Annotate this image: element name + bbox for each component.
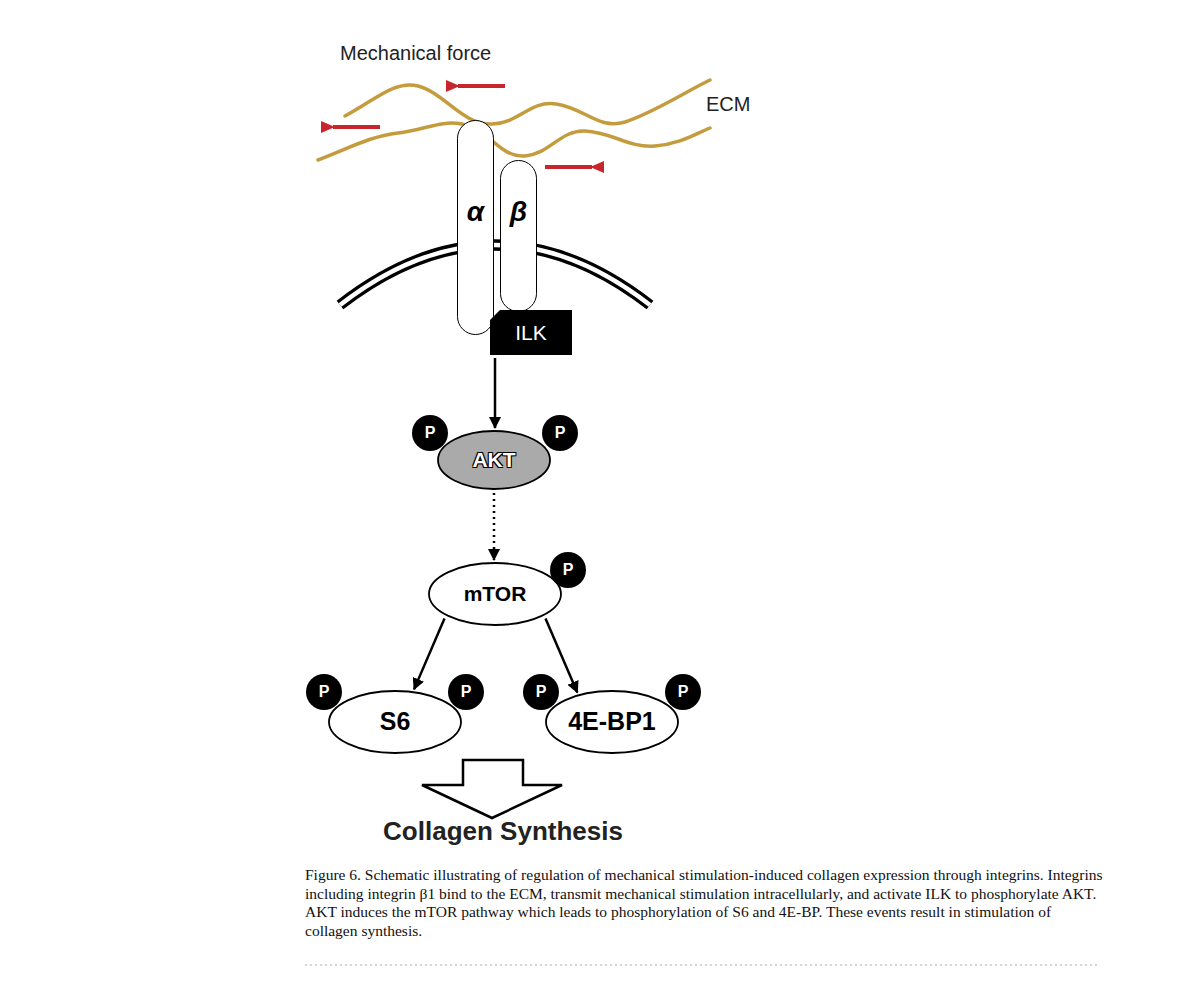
hollow-arrow — [422, 760, 562, 818]
figure-caption: Figure 6. Schematic illustrating of regu… — [305, 866, 1105, 940]
node-text: P — [563, 561, 574, 579]
node-text: P — [536, 683, 547, 701]
protein-ellipse: mTOR — [428, 562, 562, 626]
phospho-badge: P — [665, 674, 701, 710]
phospho-badge: P — [306, 674, 342, 710]
matrix-label: ECM — [706, 93, 750, 116]
signal-arrow — [414, 618, 444, 689]
node-text: β — [510, 197, 527, 228]
node-text: ILK — [515, 321, 547, 344]
phospho-badge: P — [448, 674, 484, 710]
integrin-beta: β — [500, 160, 537, 312]
node-text: α — [467, 197, 484, 228]
node-text: P — [461, 683, 472, 701]
node-text: mTOR — [464, 582, 527, 605]
node-text: P — [555, 424, 566, 442]
integrin-alpha: α — [457, 120, 494, 335]
node-text: P — [319, 683, 330, 701]
node-text: P — [425, 424, 436, 442]
phospho-badge: P — [542, 415, 578, 451]
node-text: S6 — [380, 708, 411, 736]
phospho-badge: P — [523, 674, 559, 710]
phospho-badge: P — [412, 415, 448, 451]
caption-rule — [305, 964, 1100, 966]
node-text: AKT — [472, 448, 515, 471]
protein-ellipse: AKT — [437, 430, 551, 490]
force-label: Mechanical force — [340, 42, 491, 65]
node-text: 4E-BP1 — [568, 708, 656, 736]
signal-arrow — [493, 493, 496, 560]
protein-ellipse: 4E-BP1 — [545, 690, 679, 754]
node-text: P — [678, 683, 689, 701]
protein-ellipse: S6 — [328, 690, 462, 754]
extracellular-matrix — [318, 80, 710, 160]
phospho-badge: P — [550, 552, 586, 588]
kinase-box: ILK — [490, 310, 572, 355]
outcome-label: Collagen Synthesis — [383, 817, 623, 847]
cell-membrane — [340, 245, 650, 305]
signal-arrow — [494, 358, 497, 428]
